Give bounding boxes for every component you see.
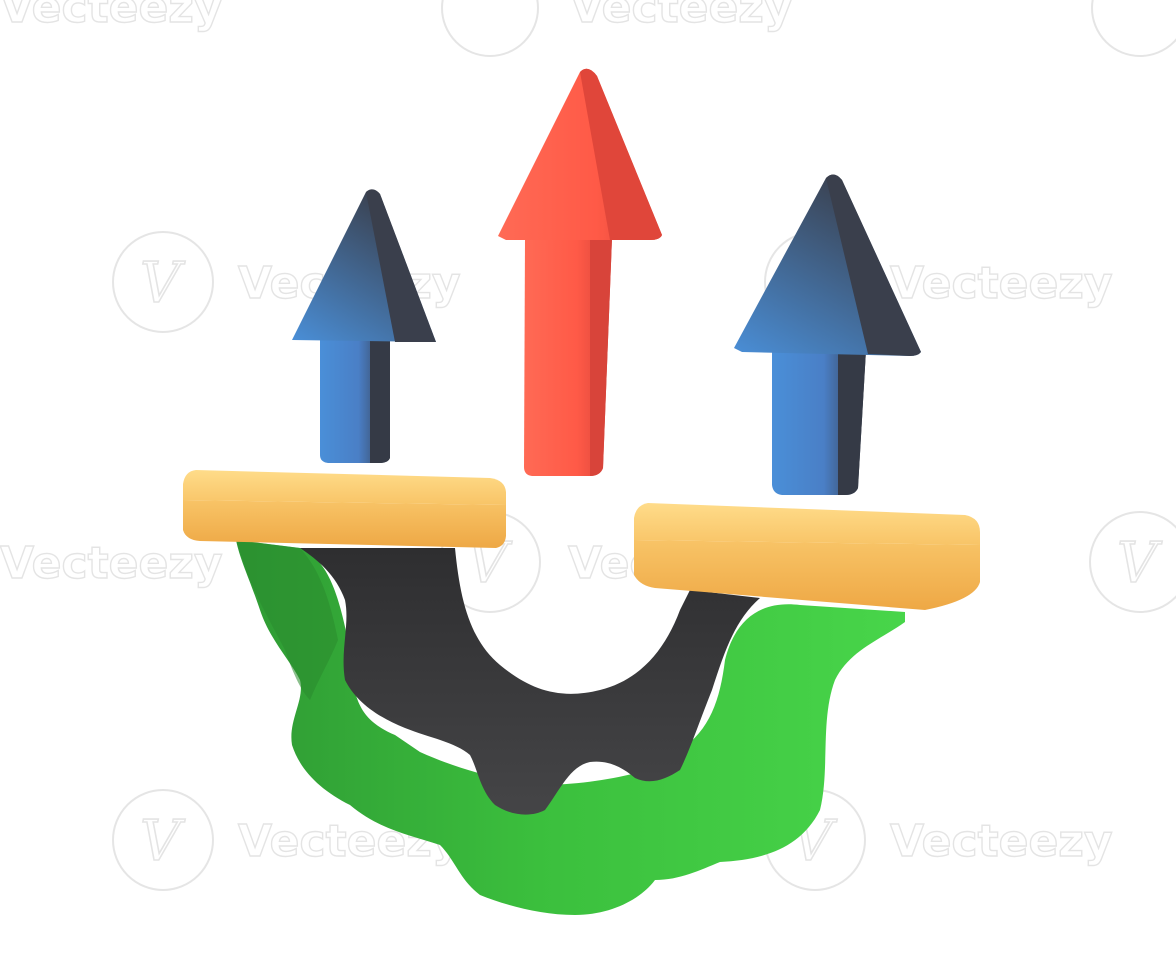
watermark-logo-icon — [1089, 511, 1176, 613]
watermark-logo-icon — [441, 0, 539, 57]
green-gear-shadow — [236, 540, 338, 700]
watermark-text: Vecteezy — [570, 0, 793, 33]
watermark-logo-glyph: V — [1117, 531, 1163, 596]
watermark-row-top: Vecteezy Vecteezy — [0, 0, 1176, 57]
watermark-logo-icon — [112, 789, 214, 891]
watermark-logo-glyph: V — [140, 809, 186, 874]
watermark-logo-icon — [1091, 0, 1176, 57]
watermark-row-3: Vecteezy V Vecteezy V — [0, 511, 1176, 613]
center-up-arrow-icon — [498, 68, 662, 476]
left-up-arrow-icon — [292, 189, 436, 463]
dark-gear-ring — [300, 548, 760, 815]
watermark-row-4: V Vecteezy V Vecteezy — [112, 789, 1113, 891]
watermark-text: Vecteezy — [0, 0, 223, 33]
left-platform — [183, 470, 506, 548]
green-gear-shape — [236, 540, 905, 915]
watermark-text: Vecteezy — [890, 258, 1113, 309]
watermark-row-2: V Vecteezy V Vecteezy — [112, 231, 1113, 333]
watermark-text: Vecteezy — [890, 816, 1113, 867]
watermark-logo-icon — [112, 231, 214, 333]
watermark-text: Vecteezy — [0, 538, 223, 589]
right-up-arrow-icon — [734, 174, 921, 495]
watermark-logo-glyph: V — [140, 251, 186, 316]
right-platform — [634, 503, 980, 610]
